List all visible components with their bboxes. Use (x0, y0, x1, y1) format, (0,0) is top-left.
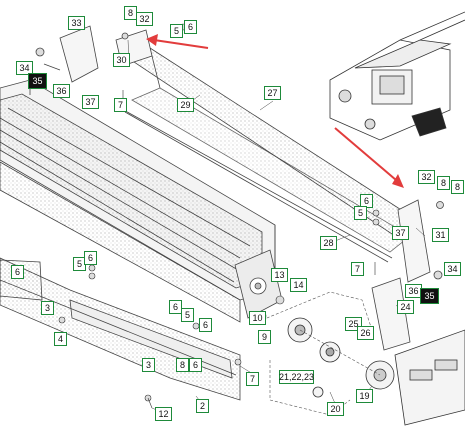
red-arrows (146, 34, 404, 188)
callout-37-left: 37 (82, 95, 99, 109)
callout-37-right: 37 (392, 226, 409, 240)
red-arrow-right-head (392, 174, 404, 188)
callout-5-right: 5 (354, 206, 367, 220)
callout-6-low-b: 6 (199, 318, 212, 332)
callout-7-right: 7 (351, 262, 364, 276)
callout-25: 25 (345, 317, 362, 331)
callout-21-22-23: 21,22,23 (279, 370, 314, 384)
callout-27: 27 (264, 86, 281, 100)
callout-35-left: 35 (28, 73, 47, 89)
callout-35-right: 35 (420, 288, 439, 304)
red-arrow-top (153, 39, 209, 49)
callout-32-top: 32 (136, 12, 153, 26)
callout-36-left: 36 (53, 84, 70, 98)
callout-20: 20 (327, 402, 344, 416)
callout-7-top: 7 (114, 98, 127, 112)
red-arrow-top-head (146, 34, 158, 46)
callout-33: 33 (68, 16, 85, 30)
auger-trough-housing (0, 79, 283, 323)
drive-components (287, 317, 465, 426)
callout-26: 26 (357, 326, 374, 340)
callout-9: 9 (258, 330, 271, 344)
callout-10: 10 (249, 311, 266, 325)
right-end-bracket (371, 199, 444, 351)
red-arrow-right (334, 127, 397, 181)
callout-6-leftmid2: 6 (84, 251, 97, 265)
callout-29: 29 (177, 98, 194, 112)
callout-28: 28 (320, 236, 337, 250)
callout-5-low: 5 (181, 308, 194, 322)
callout-19: 19 (356, 389, 373, 403)
callout-6-top: 6 (184, 20, 197, 34)
callout-13: 13 (271, 268, 288, 282)
callout-12: 12 (155, 407, 172, 421)
callout-3-b: 3 (142, 358, 155, 372)
assembly-outline (261, 291, 381, 416)
callout-6-low-a: 6 (169, 300, 182, 314)
top-left-bracket (35, 25, 153, 83)
callout-6-leftmid: 6 (11, 265, 24, 279)
callout-8-right-b: 8 (451, 180, 464, 194)
callout-8-right-a: 8 (437, 176, 450, 190)
callout-2: 2 (196, 399, 209, 413)
callout-34-left: 34 (16, 61, 33, 75)
callout-24: 24 (397, 300, 414, 314)
callout-7-bottom: 7 (246, 372, 259, 386)
machine-overview-thumbnail (329, 11, 465, 141)
callout-4: 4 (54, 332, 67, 346)
callout-14: 14 (290, 278, 307, 292)
callout-8-bottom: 8 (176, 358, 189, 372)
callout-32-right: 32 (418, 170, 435, 184)
callout-30: 30 (113, 53, 130, 67)
callout-3-a: 3 (41, 301, 54, 315)
callout-5-top: 5 (170, 24, 183, 38)
callout-34-right: 34 (444, 262, 461, 276)
callout-31: 31 (432, 228, 449, 242)
callout-6-bottom: 6 (189, 358, 202, 372)
